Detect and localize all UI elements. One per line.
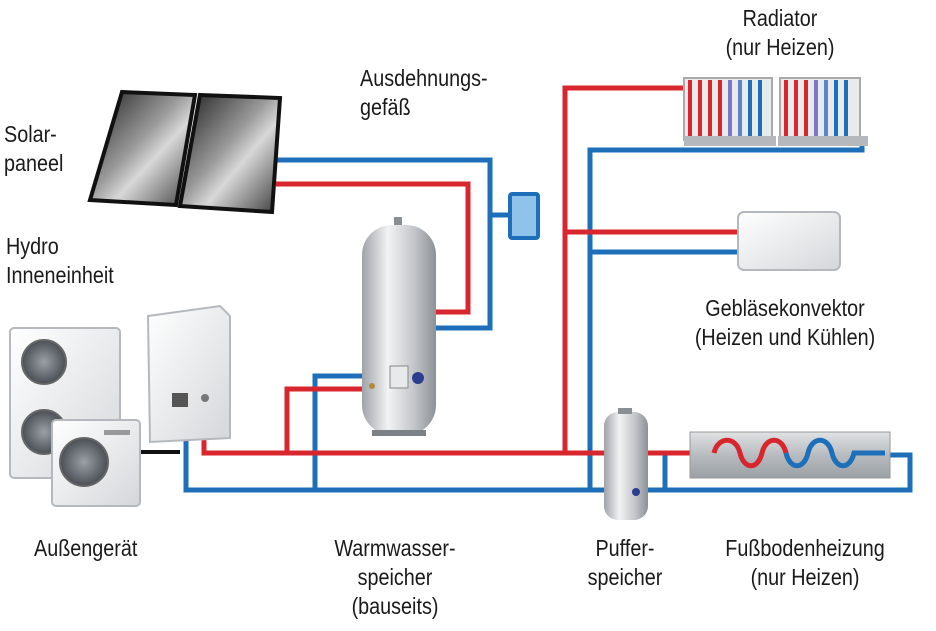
fan-coil-icon bbox=[737, 211, 841, 271]
label-expansion-vessel: Ausdehnungs-gefäß bbox=[360, 65, 488, 120]
floor-heating-coil-icon bbox=[689, 431, 891, 479]
hot-water-tank-icon bbox=[362, 217, 436, 436]
hydro-unit-icon bbox=[146, 304, 231, 444]
hot-pipes bbox=[201, 85, 738, 456]
expansion-vessel-icon bbox=[508, 192, 540, 240]
outdoor-unit-icon bbox=[9, 327, 141, 507]
label-fan-coil: Gebläsekonvektor(Heizen und Kühlen) bbox=[694, 295, 876, 350]
solar-panel-icon bbox=[87, 89, 283, 215]
buffer-tank-icon bbox=[604, 408, 648, 520]
radiator-icon bbox=[683, 77, 868, 146]
label-hot-water-tank: Warmwasser-speicher(bauseits) bbox=[334, 535, 456, 619]
label-outdoor-unit: Außengerät bbox=[34, 535, 138, 561]
label-radiator: Radiator(nur Heizen) bbox=[725, 5, 835, 60]
label-floor-heating: Fußbodenheizung(nur Heizen) bbox=[725, 535, 885, 590]
label-solar-panel: Solar-paneel bbox=[4, 121, 64, 176]
label-buffer-tank: Puffer-speicher bbox=[587, 535, 663, 590]
